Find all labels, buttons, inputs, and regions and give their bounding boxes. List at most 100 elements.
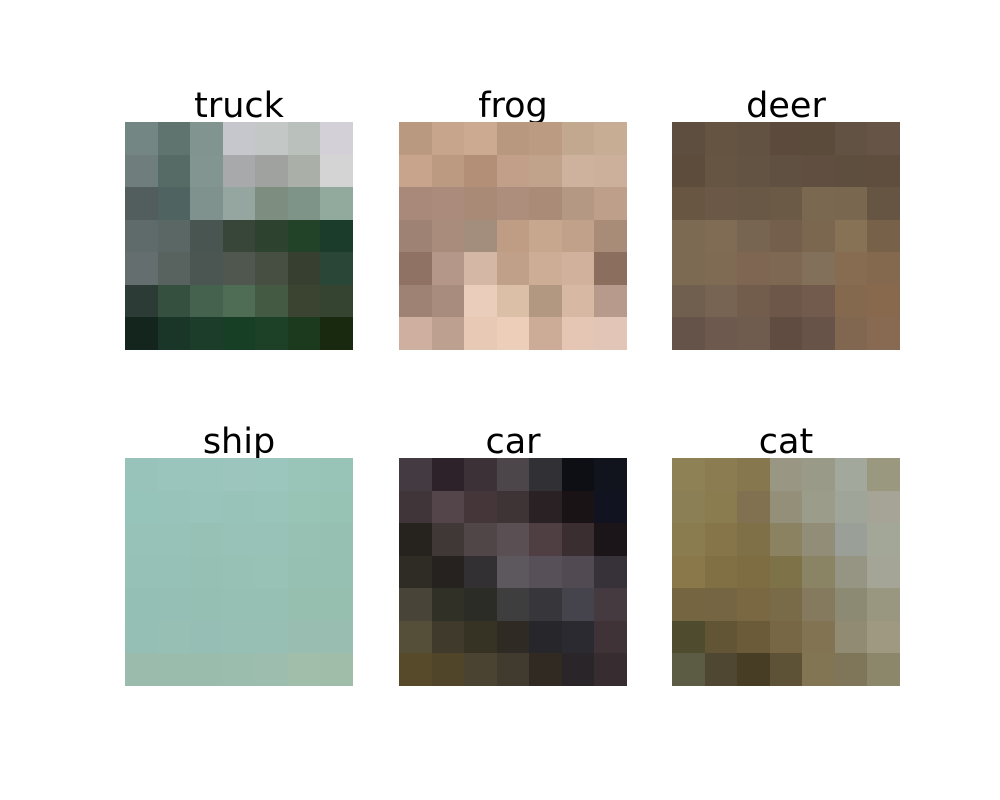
pixel-cell [529, 122, 562, 155]
pixel-cell [399, 588, 432, 621]
pixel-cell [834, 588, 868, 621]
pixel-cell [157, 187, 191, 220]
pixel-cell [464, 154, 497, 188]
pixel-cell [672, 252, 705, 285]
pixel-cell [496, 653, 530, 686]
pixel-cell [125, 490, 158, 524]
pixel-cell [320, 252, 353, 285]
pixel-cell [561, 284, 595, 318]
pixel-cell [399, 284, 432, 318]
pixel-cell [769, 588, 803, 621]
pixel-cell [157, 490, 191, 524]
pixel-cell [769, 154, 803, 188]
pixel-cell [867, 252, 900, 285]
pixel-cell [399, 458, 432, 491]
pixel-cell [222, 620, 256, 654]
pixel-cell [222, 284, 256, 318]
pixel-cell [737, 122, 770, 155]
pixel-cell [769, 620, 803, 654]
pixel-cell [496, 588, 530, 621]
pixel-cell [287, 490, 321, 524]
pixel-cell [125, 620, 158, 654]
pixel-cell [431, 317, 465, 350]
pixel-grid-car [399, 458, 627, 686]
pixel-cell [431, 284, 465, 318]
pixel-cell [399, 490, 432, 524]
pixel-cell [737, 458, 770, 491]
pixel-cell [834, 620, 868, 654]
pixel-cell [802, 620, 835, 654]
pixel-cell [464, 523, 497, 556]
pixel-cell [222, 555, 256, 589]
pixel-cell [737, 187, 770, 220]
pixel-cell [287, 284, 321, 318]
pixel-cell [399, 653, 432, 686]
pixel-cell [737, 252, 770, 285]
pixel-cell [464, 620, 497, 654]
panel-title-truck: truck [194, 86, 284, 126]
pixel-cell [802, 154, 835, 188]
pixel-cell [222, 122, 256, 155]
pixel-cell [125, 154, 158, 188]
pixel-cell [867, 555, 900, 589]
pixel-cell [867, 122, 900, 155]
pixel-cell [867, 653, 900, 686]
pixel-cell [529, 252, 562, 285]
pixel-cell [802, 458, 835, 491]
pixel-cell [561, 490, 595, 524]
pixel-cell [190, 219, 223, 253]
pixel-cell [431, 620, 465, 654]
pixel-cell [529, 620, 562, 654]
pixel-cell [496, 154, 530, 188]
pixel-cell [704, 523, 738, 556]
pixel-cell [769, 458, 803, 491]
pixel-cell [287, 523, 321, 556]
pixel-cell [769, 122, 803, 155]
pixel-cell [222, 523, 256, 556]
pixel-cell [255, 490, 288, 524]
pixel-cell [496, 284, 530, 318]
panel-title-ship: ship [202, 422, 276, 462]
pixel-cell [672, 620, 705, 654]
pixel-cell [737, 620, 770, 654]
pixel-cell [737, 219, 770, 253]
pixel-cell [125, 252, 158, 285]
pixel-cell [561, 219, 595, 253]
pixel-cell [704, 555, 738, 589]
pixel-cell [222, 187, 256, 220]
pixel-cell [320, 588, 353, 621]
pixel-cell [431, 490, 465, 524]
pixel-cell [704, 122, 738, 155]
pixel-cell [496, 555, 530, 589]
pixel-cell [431, 187, 465, 220]
pixel-cell [672, 523, 705, 556]
pixel-cell [125, 588, 158, 621]
pixel-cell [190, 588, 223, 621]
pixel-cell [802, 653, 835, 686]
pixel-cell [496, 620, 530, 654]
pixel-cell [867, 187, 900, 220]
image-panel-frog: frog [399, 87, 627, 350]
pixel-cell [802, 555, 835, 589]
pixel-cell [320, 458, 353, 491]
pixel-cell [561, 187, 595, 220]
pixel-cell [125, 122, 158, 155]
pixel-cell [320, 284, 353, 318]
panel-title-deer: deer [746, 86, 826, 126]
pixel-cell [464, 122, 497, 155]
pixel-cell [190, 458, 223, 491]
pixel-cell [529, 490, 562, 524]
pixel-cell [834, 317, 868, 350]
pixel-cell [431, 219, 465, 253]
pixel-cell [769, 284, 803, 318]
pixel-cell [125, 555, 158, 589]
pixel-cell [704, 187, 738, 220]
pixel-cell [802, 219, 835, 253]
pixel-cell [431, 458, 465, 491]
pixel-cell [769, 252, 803, 285]
pixel-cell [834, 555, 868, 589]
pixel-cell [431, 523, 465, 556]
pixel-cell [867, 458, 900, 491]
pixel-cell [287, 555, 321, 589]
pixel-cell [561, 458, 595, 491]
